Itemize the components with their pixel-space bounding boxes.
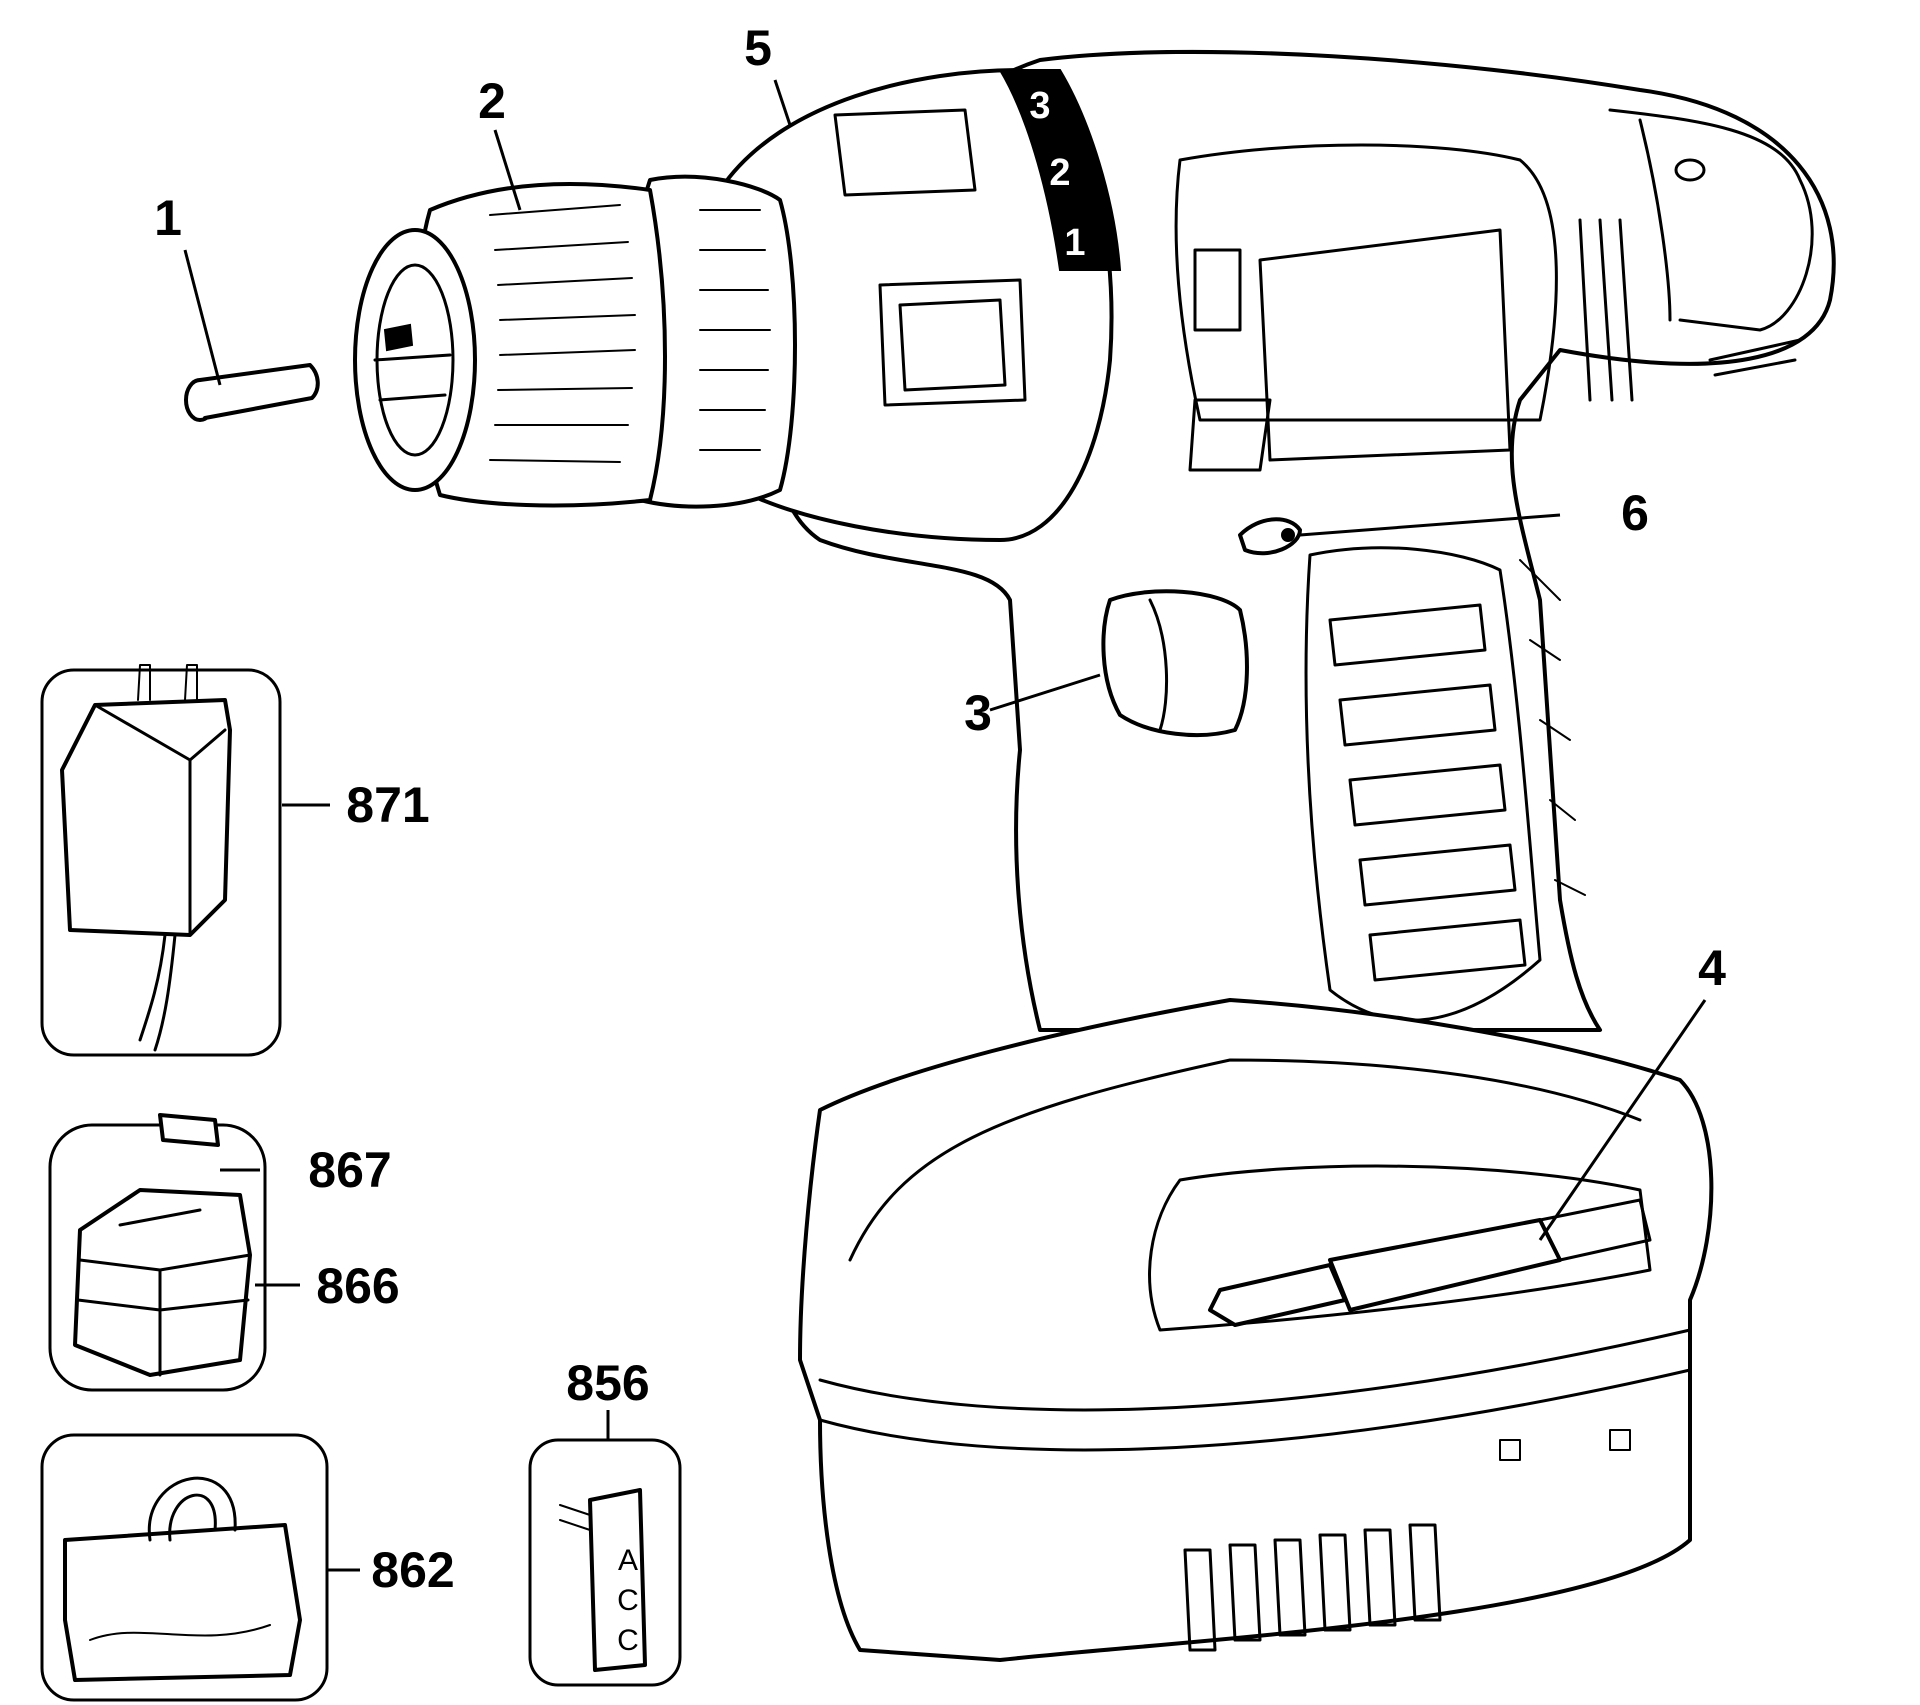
callout-862: 862	[371, 1542, 454, 1598]
charger-frame	[42, 665, 280, 1055]
callout-2: 2	[478, 73, 506, 129]
clutch-dial-1: 1	[1064, 222, 1085, 264]
tag-letter-a: A	[618, 1544, 638, 1577]
chuck-pin	[186, 365, 318, 420]
keyless-chuck	[355, 177, 795, 507]
clutch-dial-3: 3	[1029, 85, 1050, 127]
tag-letter-c1: C	[617, 1584, 639, 1617]
clutch-dial: 1 2 3	[1000, 70, 1120, 270]
callout-4: 4	[1698, 940, 1726, 996]
forward-reverse-switch	[1240, 519, 1300, 553]
bit-holder-frame: A C C	[530, 1440, 680, 1685]
tag-letter-c2: C	[617, 1624, 639, 1657]
callout-866: 866	[316, 1258, 399, 1314]
callout-1: 1	[154, 190, 182, 246]
battery-base	[800, 1000, 1711, 1660]
callout-871: 871	[346, 777, 429, 833]
chuck-rear-ribs	[700, 210, 770, 450]
leader-lines	[185, 80, 1705, 1570]
battery-frame	[50, 1115, 265, 1390]
grip-ribs	[1330, 605, 1525, 980]
callout-labels: 1 2 5 6 3 4 871 867 866 862 856	[154, 20, 1726, 1598]
callout-856: 856	[566, 1355, 649, 1411]
screwdriver-bit	[1210, 1200, 1650, 1325]
chuck-sleeve-ribs	[490, 205, 635, 462]
trigger	[1103, 591, 1247, 735]
callout-867: 867	[308, 1142, 391, 1198]
bag-frame	[42, 1435, 327, 1700]
battery-vents	[1185, 1525, 1440, 1650]
callout-6: 6	[1621, 485, 1649, 541]
callout-3: 3	[964, 685, 992, 741]
callout-5: 5	[744, 20, 772, 76]
clutch-dial-2: 2	[1049, 152, 1070, 194]
